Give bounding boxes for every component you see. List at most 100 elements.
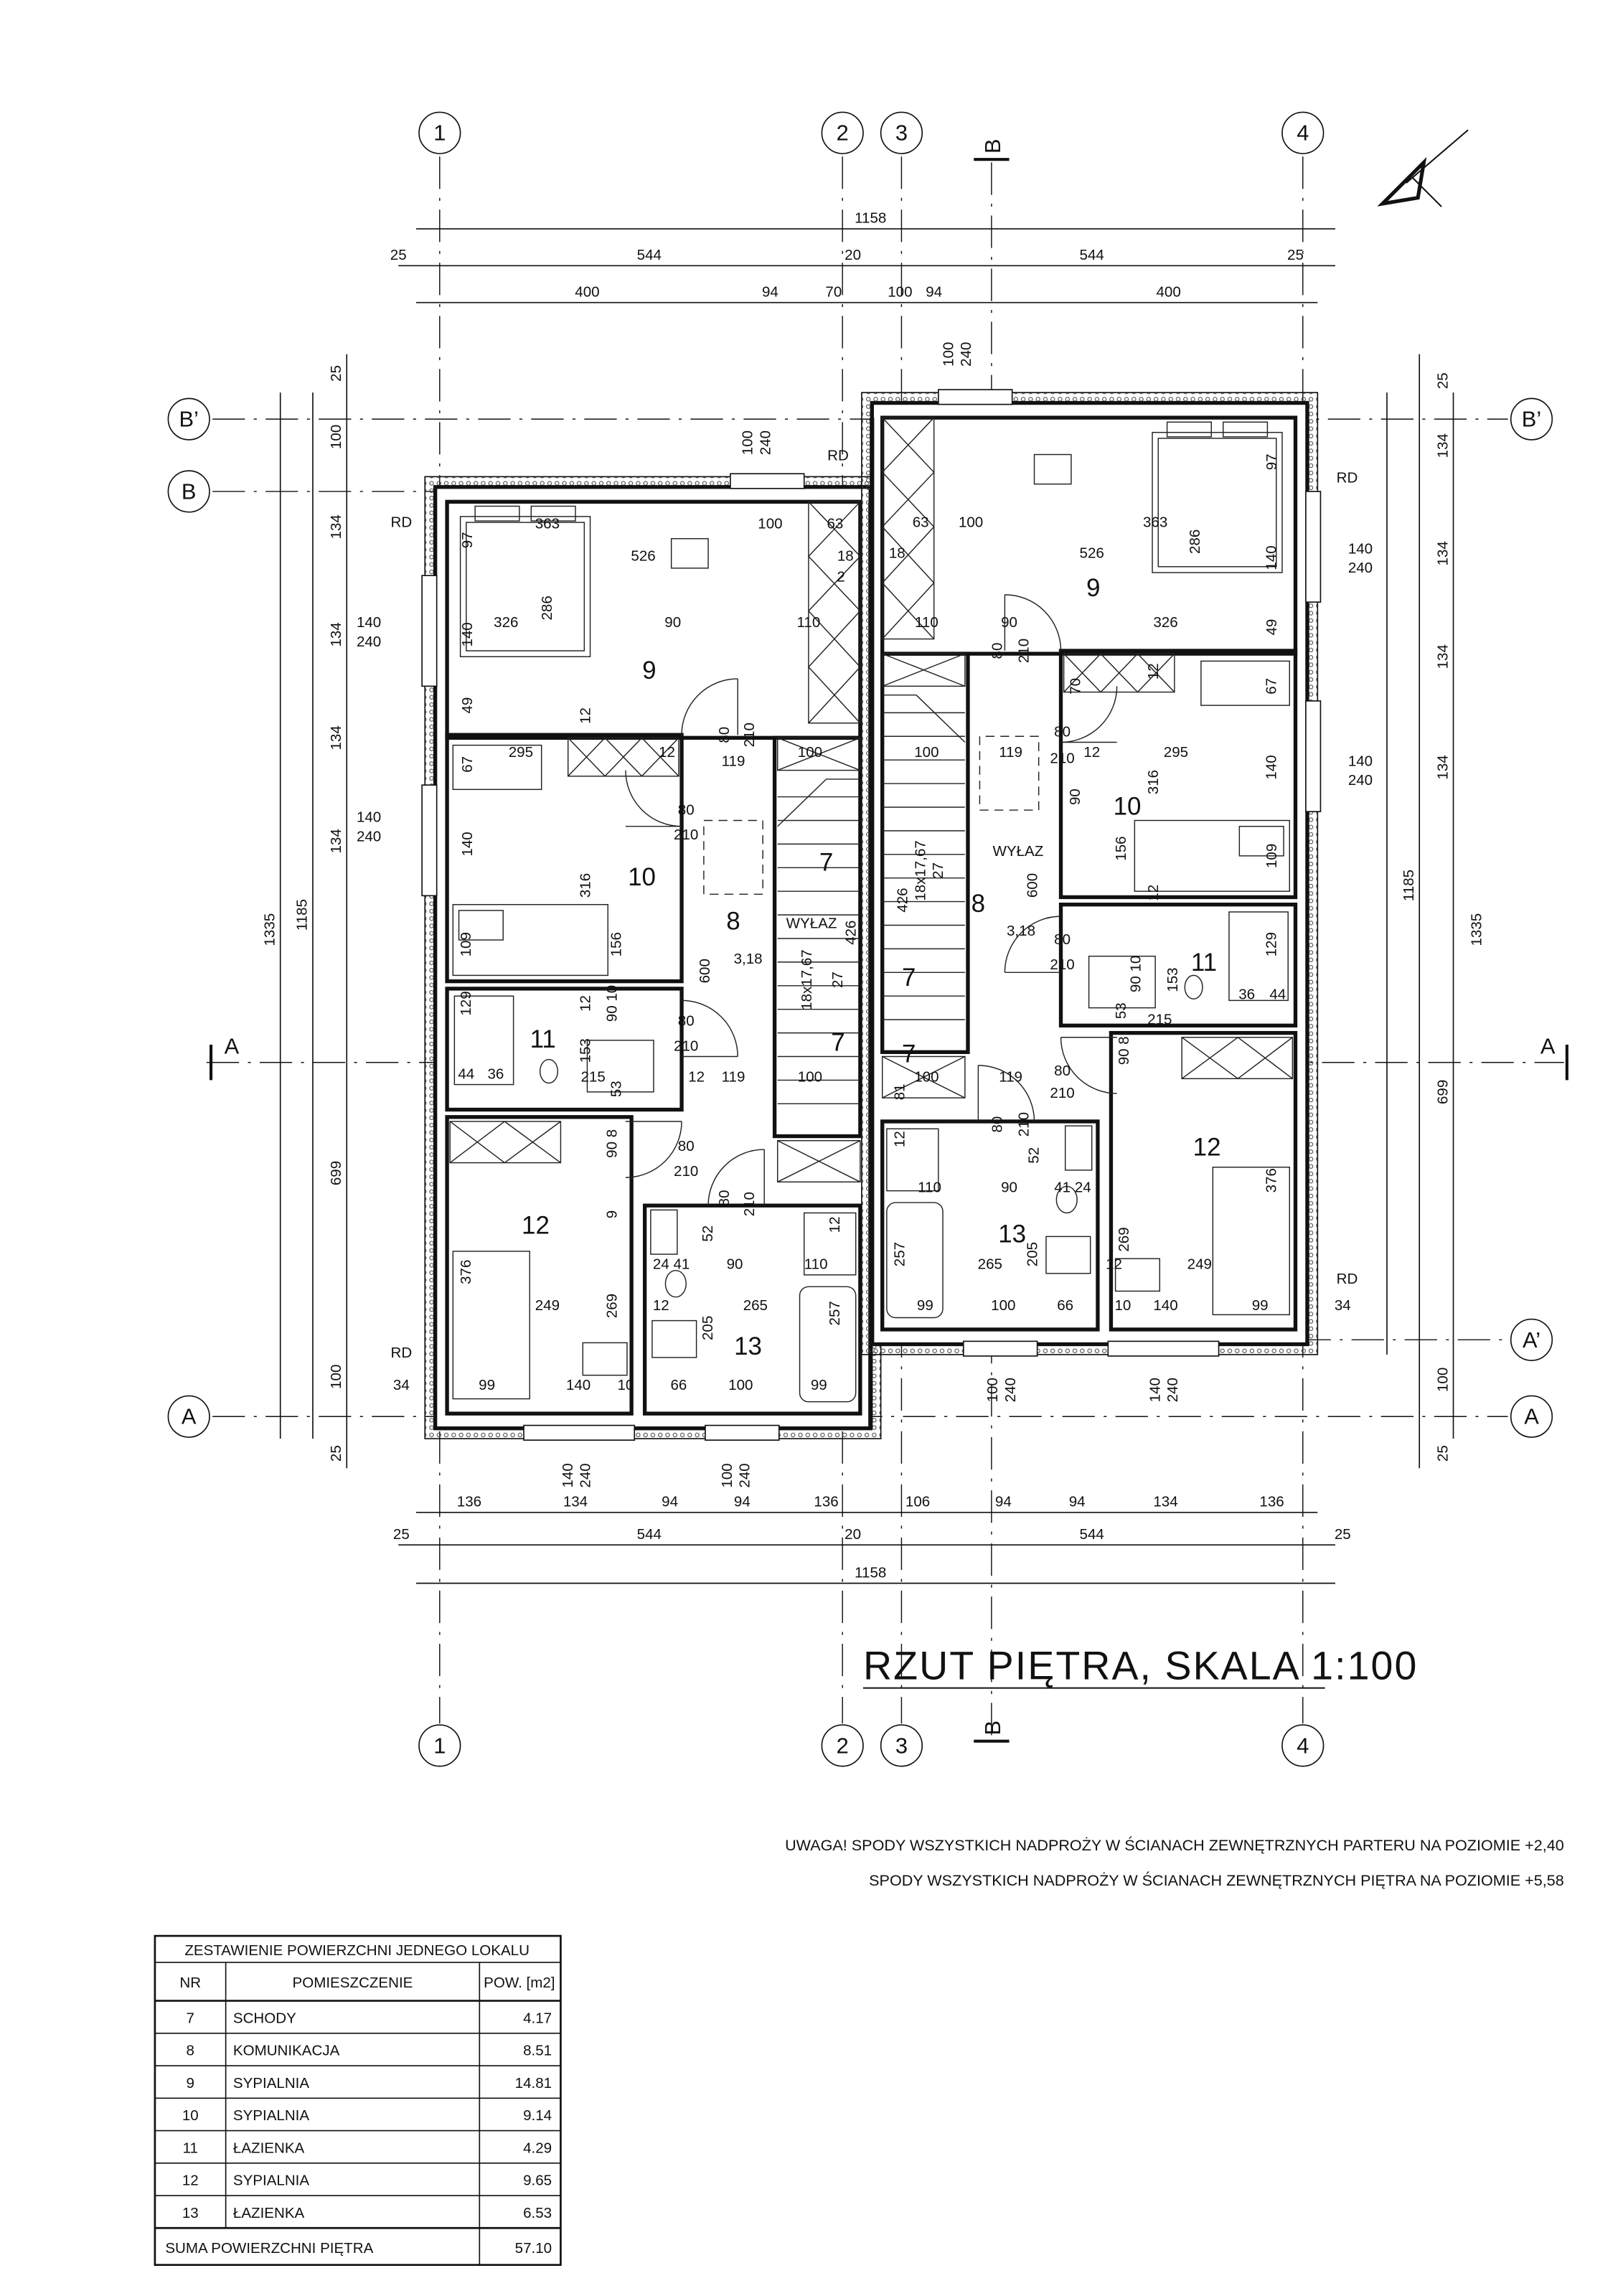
axis-markers: 1 2 3 4 1 2 3 4 B’ B A B’ A’ A (167, 111, 1553, 1767)
svg-text:3: 3 (895, 1733, 908, 1758)
plan-label-right: 90 (1001, 1180, 1017, 1196)
plan-label-left: 249 (535, 1297, 560, 1314)
plan-label-left: 44 (458, 1065, 474, 1082)
room-number-left: 9 (642, 657, 656, 684)
dim-top-row2: 544 (1080, 247, 1104, 263)
dim-bottom-row1: 94 (995, 1494, 1012, 1510)
plan-label-right: 80 (989, 643, 1005, 659)
dim-left-inner: 134 (328, 622, 344, 646)
plan-label-right: 269 (1116, 1227, 1132, 1251)
plan-label-left: 210 (741, 1192, 758, 1216)
plan-label-right: 27 (930, 862, 946, 879)
dim-bottom-row2: 25 (393, 1526, 410, 1543)
plan-label-right: 110 (915, 614, 938, 631)
axis-b-prime-right: B’ (1510, 397, 1553, 441)
plan-label-left: 129 (458, 991, 474, 1015)
plan-label-right: RD (1337, 470, 1358, 486)
plan-label-right: 90 (1067, 789, 1083, 805)
plan-label-left: 100 (758, 515, 782, 532)
room-number-left: 11 (530, 1025, 556, 1053)
header-area: POW. [m2] (484, 1975, 555, 1991)
plan-label-left: 12 (827, 1217, 843, 1233)
plan-label-left: 326 (494, 614, 518, 631)
area-table: ZESTAWIENIE POWIERZCHNI JEDNEGO LOKALU N… (154, 1934, 562, 2267)
plan-label-right: 526 (1080, 545, 1104, 561)
plan-label-right: 49 (1264, 619, 1280, 636)
dim-top-row2: 25 (390, 247, 407, 263)
plan-label-left: 53 (608, 1081, 625, 1097)
plan-label-right: 129 (1264, 932, 1280, 956)
plan-label-left: 99 (479, 1377, 495, 1393)
opening-width: 100 (719, 1463, 735, 1487)
plan-label-right: 140 (1153, 1297, 1177, 1314)
plan-label-left: 24 41 (653, 1256, 690, 1273)
axis-a-right: A (1510, 1395, 1553, 1438)
table-cell-room: SYPIALNIA (233, 2107, 310, 2124)
dim-top-row3: 94 (762, 283, 778, 300)
plan-label-right: 286 (1187, 530, 1203, 554)
plan-label-left: 210 (674, 1163, 698, 1180)
plan-label-left: 119 (722, 1068, 745, 1085)
dim-bottom-row2: 544 (1080, 1526, 1104, 1543)
plan-label-left: 215 (581, 1068, 606, 1085)
plan-label-left: 63 (827, 515, 843, 532)
opening-width: 140 (357, 614, 381, 631)
plan-label-right: 90 8 (1116, 1036, 1132, 1065)
dim-right-inner: 134 (1434, 644, 1451, 669)
dim-right-inner: 25 (1434, 372, 1451, 389)
plan-label-left: 109 (458, 932, 474, 956)
plan-label-right: 80 (1054, 1063, 1071, 1079)
plan-label-left: 110 (804, 1256, 828, 1273)
plan-label-left: 18 (837, 548, 854, 565)
plan-label-right: RD (1337, 1271, 1358, 1287)
plan-label-left: 153 (578, 1038, 594, 1063)
table-cell-nr: 9 (187, 2075, 194, 2092)
plan-label-right: 63 (913, 514, 929, 530)
plan-label-left: 80 (716, 727, 733, 743)
plan-label-right: 90 (1001, 614, 1017, 631)
dim-left-mid: 1185 (294, 899, 311, 931)
plan-label-left: 526 (631, 548, 655, 565)
dim-left-inner: 100 (328, 425, 344, 449)
table-cell-nr: 12 (182, 2173, 199, 2189)
room-number-right: 13 (998, 1220, 1026, 1248)
dim-top-row2: 20 (845, 247, 861, 263)
axis-2-top: 2 (821, 111, 864, 154)
room-number-left: 13 (734, 1332, 762, 1360)
plan-label-right: 210 (1015, 639, 1032, 663)
total-label: SUMA POWIERZCHNI PIĘTRA (165, 2240, 373, 2257)
table-cell-nr: 13 (182, 2205, 199, 2221)
opening-height: 240 (357, 828, 381, 844)
axis-3-top: 3 (880, 111, 923, 154)
plan-label-right: 100 (959, 514, 983, 530)
room-number-right: 10 (1114, 792, 1142, 820)
dim-overall-top: 1158 (855, 210, 886, 227)
room-number-right: 9 (1086, 574, 1100, 602)
plan-label-right: 426 (895, 888, 911, 912)
opening-width: 140 (1348, 540, 1373, 557)
plan-label-left: 66 (670, 1377, 687, 1393)
table-cell-area: 8.51 (523, 2043, 552, 2059)
header-room: POMIESZCZENIE (293, 1975, 413, 1991)
plan-label-right: 41 24 (1054, 1180, 1091, 1196)
axis-4-bottom: 4 (1281, 1724, 1325, 1767)
opening-width: 140 (560, 1463, 576, 1487)
dim-bottom-row2: 25 (1335, 1526, 1351, 1543)
plan-label-right: 600 (1025, 873, 1041, 898)
plan-label-left: 140 (459, 832, 476, 856)
opening-width: 140 (357, 809, 381, 826)
plan-label-left: 67 (459, 756, 476, 773)
dim-bottom-row1: 136 (1259, 1494, 1284, 1510)
plan-label-left: 12 (688, 1068, 705, 1085)
dim-right-inner: 134 (1434, 433, 1451, 458)
plan-label-left: 80 (678, 1012, 695, 1029)
plan-label-left: RD (827, 448, 849, 464)
opening-width: 140 (1348, 753, 1373, 769)
opening-height: 240 (958, 342, 974, 367)
dimension-lines (279, 228, 1454, 1584)
north-arrow-icon (1377, 129, 1469, 207)
opening-width: 100 (740, 430, 756, 455)
plan-label-left: 426 (843, 921, 860, 945)
